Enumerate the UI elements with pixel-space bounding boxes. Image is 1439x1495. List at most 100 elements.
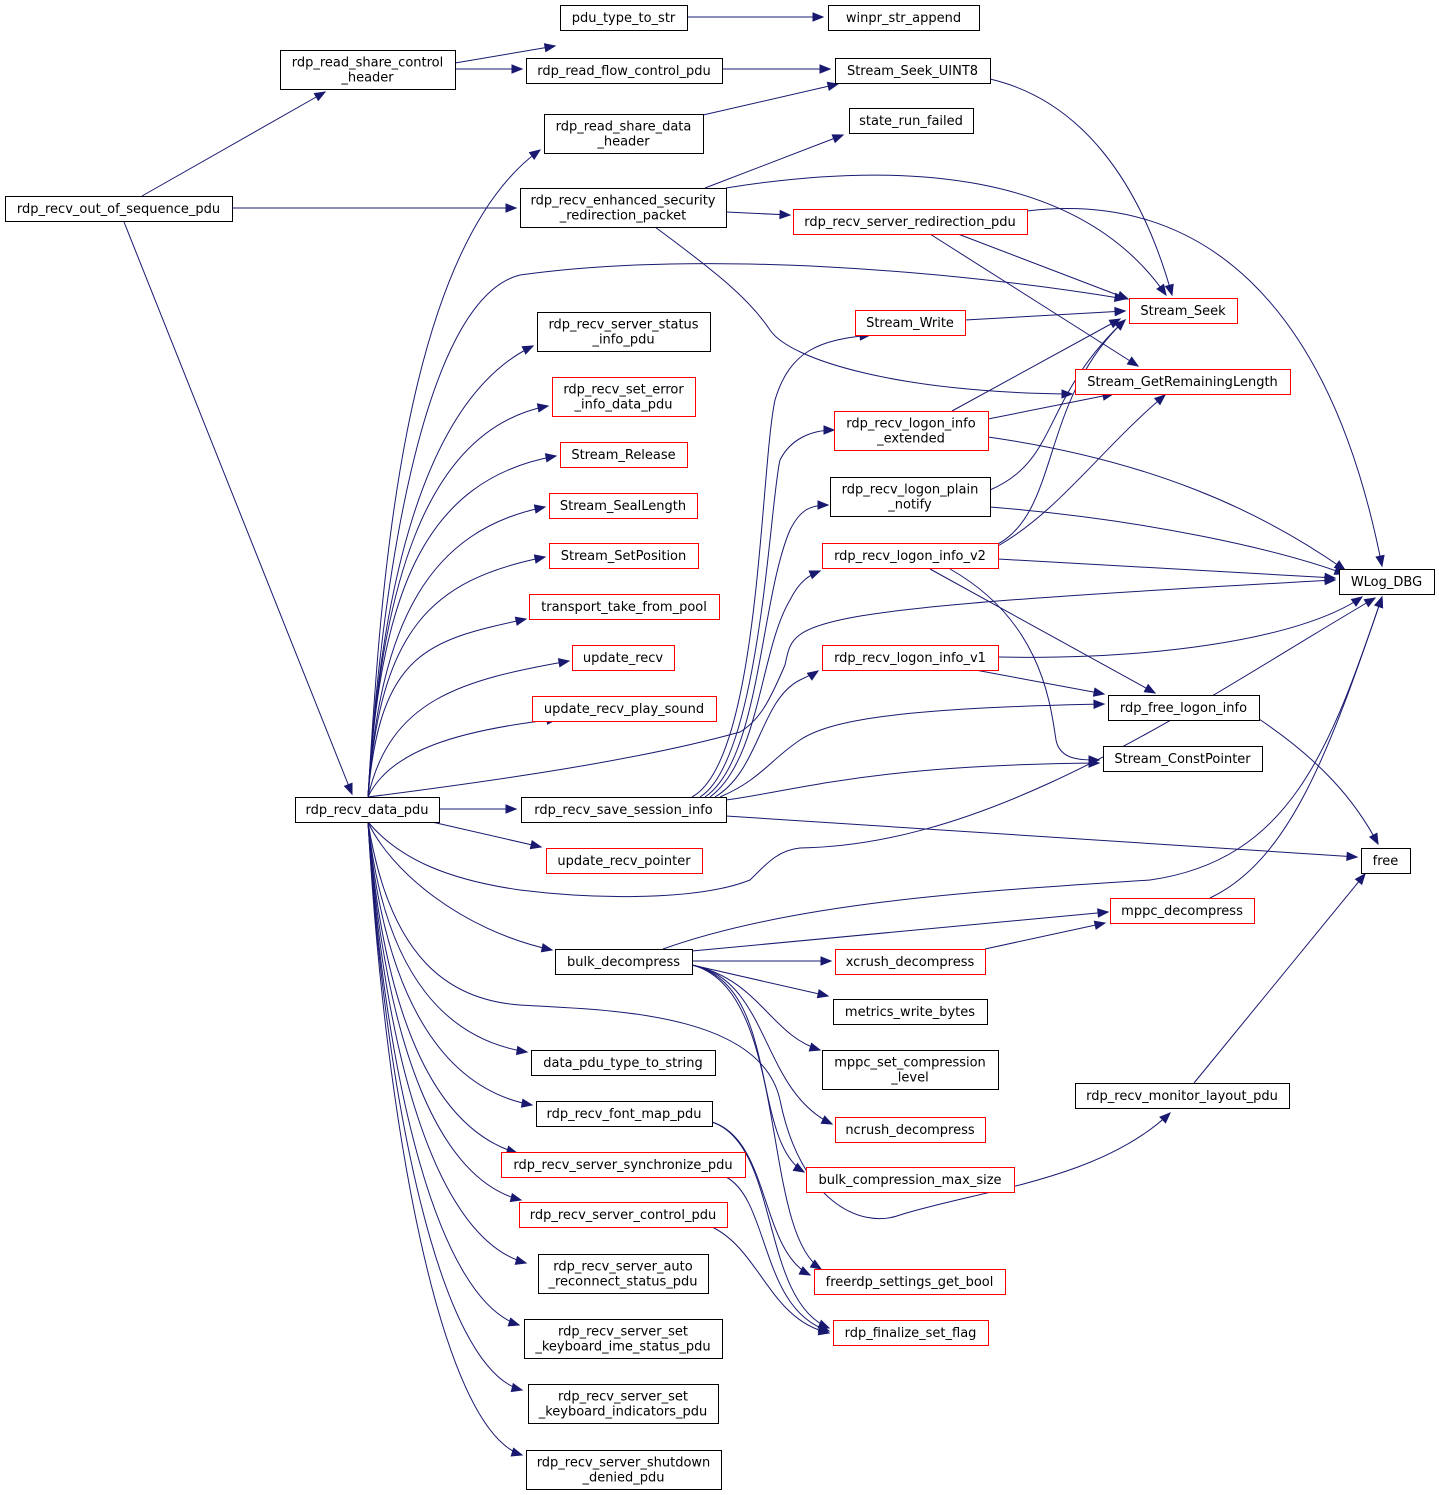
function-node-scp[interactable]: Stream_ConstPointer bbox=[1103, 746, 1263, 772]
function-node-rssip[interactable]: rdp_recv_server_status_info_pdu bbox=[537, 312, 711, 352]
node-box[interactable] bbox=[521, 797, 727, 823]
function-node-dptts[interactable]: data_pdu_type_to_string bbox=[531, 1050, 716, 1076]
node-box[interactable] bbox=[552, 377, 696, 417]
function-node-rfmp[interactable]: rdp_recv_font_map_pdu bbox=[536, 1101, 713, 1127]
node-box[interactable] bbox=[855, 310, 966, 336]
function-node-rlie[interactable]: rdp_recv_logon_info_extended bbox=[834, 411, 989, 451]
node-box[interactable] bbox=[833, 999, 988, 1025]
function-node-rliv1[interactable]: rdp_recv_logon_info_v1 bbox=[822, 645, 999, 671]
node-box[interactable] bbox=[531, 1050, 716, 1076]
node-box[interactable] bbox=[5, 196, 233, 222]
function-node-rsrp[interactable]: rdp_recv_server_redirection_pdu bbox=[793, 209, 1028, 235]
node-box[interactable] bbox=[560, 442, 688, 468]
function-node-mscl[interactable]: mppc_set_compression_level bbox=[822, 1050, 999, 1090]
function-node-rliv2[interactable]: rdp_recv_logon_info_v2 bbox=[822, 543, 999, 569]
node-box[interactable] bbox=[822, 1050, 999, 1090]
node-box[interactable] bbox=[501, 1152, 746, 1178]
node-box[interactable] bbox=[560, 5, 688, 31]
function-node-rfli[interactable]: rdp_free_logon_info bbox=[1108, 695, 1260, 721]
node-box[interactable] bbox=[520, 188, 727, 228]
node-box[interactable] bbox=[526, 58, 723, 84]
node-box[interactable] bbox=[538, 1254, 709, 1294]
node-box[interactable] bbox=[1361, 848, 1411, 874]
node-box[interactable] bbox=[524, 1319, 723, 1359]
node-box[interactable] bbox=[828, 5, 980, 31]
function-node-free[interactable]: free bbox=[1361, 848, 1411, 874]
node-box[interactable] bbox=[830, 477, 991, 517]
function-node-seek[interactable]: Stream_Seek bbox=[1129, 298, 1238, 324]
function-node-rsdh[interactable]: rdp_read_share_data_header bbox=[544, 114, 704, 154]
node-box[interactable] bbox=[549, 493, 698, 519]
function-node-bcms[interactable]: bulk_compression_max_size bbox=[806, 1167, 1015, 1193]
function-node-rrssi[interactable]: rdp_recv_save_session_info bbox=[521, 797, 727, 823]
node-box[interactable] bbox=[295, 797, 440, 823]
function-node-wlog[interactable]: WLog_DBG bbox=[1339, 569, 1435, 595]
function-node-xcrd[interactable]: xcrush_decompress bbox=[835, 949, 986, 975]
function-node-root[interactable]: rdp_recv_out_of_sequence_pdu bbox=[5, 196, 233, 222]
function-node-resrp[interactable]: rdp_recv_enhanced_security_redirection_p… bbox=[520, 188, 727, 228]
function-node-rrsskd[interactable]: rdp_recv_server_set_keyboard_indicators_… bbox=[528, 1384, 719, 1424]
node-box[interactable] bbox=[1339, 569, 1435, 595]
node-box[interactable] bbox=[822, 543, 999, 569]
node-box[interactable] bbox=[1103, 746, 1263, 772]
node-box[interactable] bbox=[532, 696, 717, 722]
function-node-rfcp[interactable]: rdp_read_flow_control_pdu bbox=[526, 58, 723, 84]
node-box[interactable] bbox=[544, 114, 704, 154]
function-node-rsch[interactable]: rdp_read_share_control_header bbox=[280, 50, 456, 90]
node-box[interactable] bbox=[1075, 1083, 1290, 1109]
function-node-rrscp[interactable]: rdp_recv_server_control_pdu bbox=[519, 1202, 728, 1228]
node-box[interactable] bbox=[526, 1450, 722, 1490]
function-node-ptts[interactable]: pdu_type_to_str bbox=[560, 5, 688, 31]
function-node-mppcd[interactable]: mppc_decompress bbox=[1110, 898, 1255, 924]
function-node-rrsski[interactable]: rdp_recv_server_set_keyboard_ime_status_… bbox=[524, 1319, 723, 1359]
node-box[interactable] bbox=[835, 949, 986, 975]
node-box[interactable] bbox=[822, 645, 999, 671]
node-box[interactable] bbox=[793, 209, 1028, 235]
function-node-wsa[interactable]: winpr_str_append bbox=[828, 5, 980, 31]
function-node-srel[interactable]: Stream_Release bbox=[560, 442, 688, 468]
function-node-ssu8[interactable]: Stream_Seek_UINT8 bbox=[835, 58, 991, 84]
function-node-ssp[interactable]: Stream_SetPosition bbox=[549, 543, 699, 569]
function-node-ssl[interactable]: Stream_SealLength bbox=[549, 493, 698, 519]
node-box[interactable] bbox=[1108, 695, 1260, 721]
function-node-ttfp[interactable]: transport_take_from_pool bbox=[529, 594, 720, 620]
node-box[interactable] bbox=[519, 1202, 728, 1228]
node-box[interactable] bbox=[528, 1384, 719, 1424]
node-box[interactable] bbox=[835, 58, 991, 84]
node-box[interactable] bbox=[549, 543, 699, 569]
function-node-urp[interactable]: update_recv_pointer bbox=[546, 848, 703, 874]
node-box[interactable] bbox=[814, 1269, 1006, 1295]
function-node-rrsar[interactable]: rdp_recv_server_auto_reconnect_status_pd… bbox=[538, 1254, 709, 1294]
node-box[interactable] bbox=[1129, 298, 1238, 324]
node-box[interactable] bbox=[280, 50, 456, 90]
function-node-mwb[interactable]: metrics_write_bytes bbox=[833, 999, 988, 1025]
node-box[interactable] bbox=[529, 594, 720, 620]
function-node-rrssp[interactable]: rdp_recv_server_synchronize_pdu bbox=[501, 1152, 746, 1178]
function-node-ncrd[interactable]: ncrush_decompress bbox=[835, 1117, 986, 1143]
function-node-rmlp[interactable]: rdp_recv_monitor_layout_pdu bbox=[1075, 1083, 1290, 1109]
function-node-bulkd[interactable]: bulk_decompress bbox=[555, 949, 693, 975]
function-node-sgrl[interactable]: Stream_GetRemainingLength bbox=[1075, 369, 1291, 395]
function-node-srf[interactable]: state_run_failed bbox=[849, 108, 974, 134]
function-node-rrdp[interactable]: rdp_recv_data_pdu bbox=[295, 797, 440, 823]
node-box[interactable] bbox=[806, 1167, 1015, 1193]
function-node-rlpn[interactable]: rdp_recv_logon_plain_notify bbox=[830, 477, 991, 517]
node-box[interactable] bbox=[1110, 898, 1255, 924]
function-node-rseid[interactable]: rdp_recv_set_error_info_data_pdu bbox=[552, 377, 696, 417]
node-box[interactable] bbox=[1075, 369, 1291, 395]
function-node-rrssd[interactable]: rdp_recv_server_shutdown_denied_pdu bbox=[526, 1450, 722, 1490]
node-box[interactable] bbox=[833, 1320, 989, 1346]
node-box[interactable] bbox=[834, 411, 989, 451]
function-node-rfsf[interactable]: rdp_finalize_set_flag bbox=[833, 1320, 989, 1346]
node-box[interactable] bbox=[537, 312, 711, 352]
function-node-urps[interactable]: update_recv_play_sound bbox=[532, 696, 717, 722]
node-box[interactable] bbox=[849, 108, 974, 134]
function-node-fsgb[interactable]: freerdp_settings_get_bool bbox=[814, 1269, 1006, 1295]
node-box[interactable] bbox=[536, 1101, 713, 1127]
node-box[interactable] bbox=[555, 949, 693, 975]
function-node-urecv[interactable]: update_recv bbox=[572, 645, 675, 671]
function-node-swrite[interactable]: Stream_Write bbox=[855, 310, 966, 336]
node-box[interactable] bbox=[835, 1117, 986, 1143]
node-box[interactable] bbox=[572, 645, 675, 671]
node-box[interactable] bbox=[546, 848, 703, 874]
